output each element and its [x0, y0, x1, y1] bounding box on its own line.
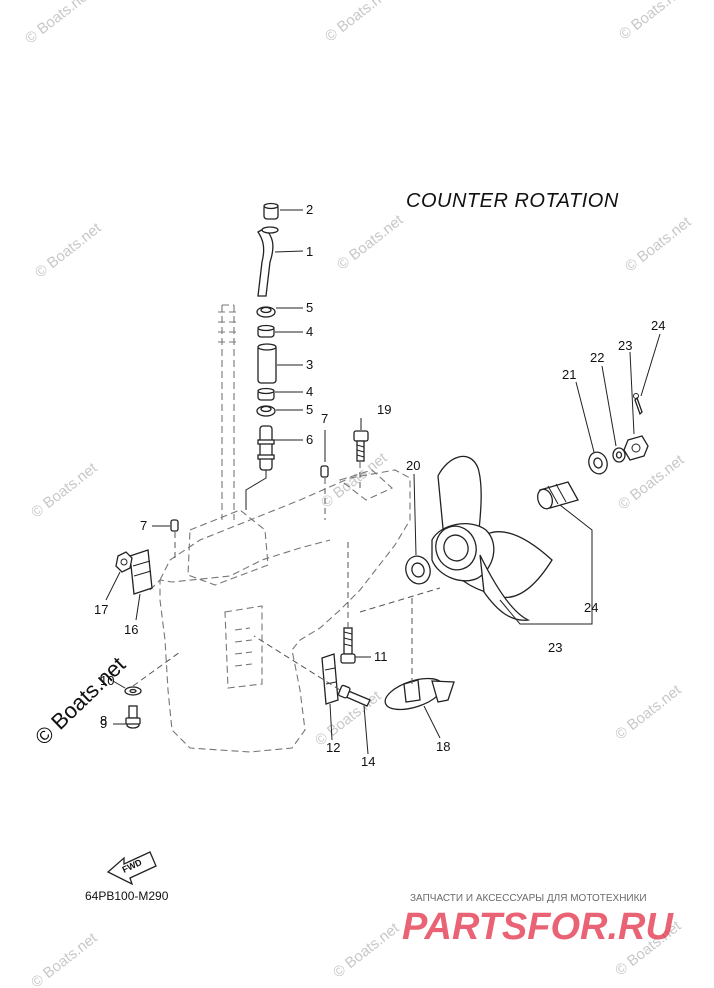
- callout-16: 18: [436, 739, 450, 754]
- part-4-bush-lower: [257, 387, 275, 401]
- callout-5: 5: [306, 300, 313, 315]
- part-13-plate: [129, 549, 153, 595]
- callout-21: 23: [618, 338, 632, 353]
- callout-3: 3: [306, 357, 313, 372]
- part-14-bolt: [253, 635, 371, 707]
- callout-7: 7: [321, 411, 328, 426]
- callout-19: 21: [562, 367, 576, 382]
- part-5-seal-lower: [256, 405, 276, 417]
- part-21-propeller-nut: [623, 435, 649, 461]
- part-24-spline-hub: [537, 481, 579, 510]
- callout-23-label: 23: [548, 640, 562, 655]
- part-7-dowel-pin: [320, 465, 329, 520]
- callout-11: 11: [374, 649, 388, 664]
- callout-24-label: 24: [584, 600, 598, 615]
- callout-5-lower: 5: [306, 402, 313, 417]
- callout-18: 20: [406, 458, 420, 473]
- callout-6: 6: [306, 432, 313, 447]
- part-2-grommet: [263, 202, 279, 220]
- assembly-axis: [359, 587, 441, 613]
- part-22-cotter-pin: [633, 393, 643, 416]
- part-10-washer: [124, 651, 181, 696]
- part-18-thrust-washer: [405, 555, 431, 585]
- callout-14: 14: [361, 754, 375, 769]
- part-16-trim-tab: [384, 598, 455, 711]
- brand-logo: PARTSFOR.RU: [402, 906, 673, 948]
- callout-12: 12: [326, 740, 340, 755]
- callout-9: 9: [100, 716, 107, 731]
- brand-tagline: ЗАПЧАСТИ И АКСЕССУАРЫ ДЛЯ МОТОТЕХНИКИ: [410, 893, 647, 904]
- callout-22: 24: [651, 318, 665, 333]
- callout-8-text: 8: [100, 713, 107, 728]
- callouts: 2 1 5 4 3 4 5 6 7 19 7 17 16 11: [94, 202, 665, 769]
- callout-15: 17: [94, 602, 108, 617]
- part-7-dowel-pin-left: [170, 519, 179, 560]
- lower-unit-housing: [149, 469, 411, 753]
- part-5-seal: [256, 306, 276, 318]
- callout-17: 19: [377, 402, 391, 417]
- callout-1: 1: [306, 244, 313, 259]
- part-3-water-pipe: [257, 343, 277, 384]
- part-20-washer: [612, 447, 626, 463]
- part-6-water-pipe-lower: [245, 425, 275, 510]
- callout-10: 10: [100, 673, 114, 688]
- leader-23: [499, 504, 593, 625]
- callout-13: 16: [124, 622, 138, 637]
- part-17-bolt: [353, 430, 369, 490]
- callout-7-left: 7: [140, 518, 147, 533]
- part-19-spacer: [588, 451, 608, 475]
- part-8-bolt: [125, 705, 141, 725]
- part-1-water-tube: [257, 226, 279, 297]
- part-15-nut: [115, 551, 133, 573]
- part-4-bush: [257, 324, 275, 338]
- callout-20: 22: [590, 350, 604, 365]
- drawing-code: 64PB100-M290: [85, 889, 169, 903]
- callout-4-lower: 4: [306, 384, 313, 399]
- callout-4: 4: [306, 324, 313, 339]
- part-23-propeller: [431, 455, 553, 621]
- drive-shaft: [218, 304, 238, 520]
- part-11-bolt: [340, 540, 356, 664]
- diagram-title: COUNTER ROTATION: [406, 190, 619, 212]
- part-12-anode: [321, 653, 339, 705]
- callout-2: 2: [306, 202, 313, 217]
